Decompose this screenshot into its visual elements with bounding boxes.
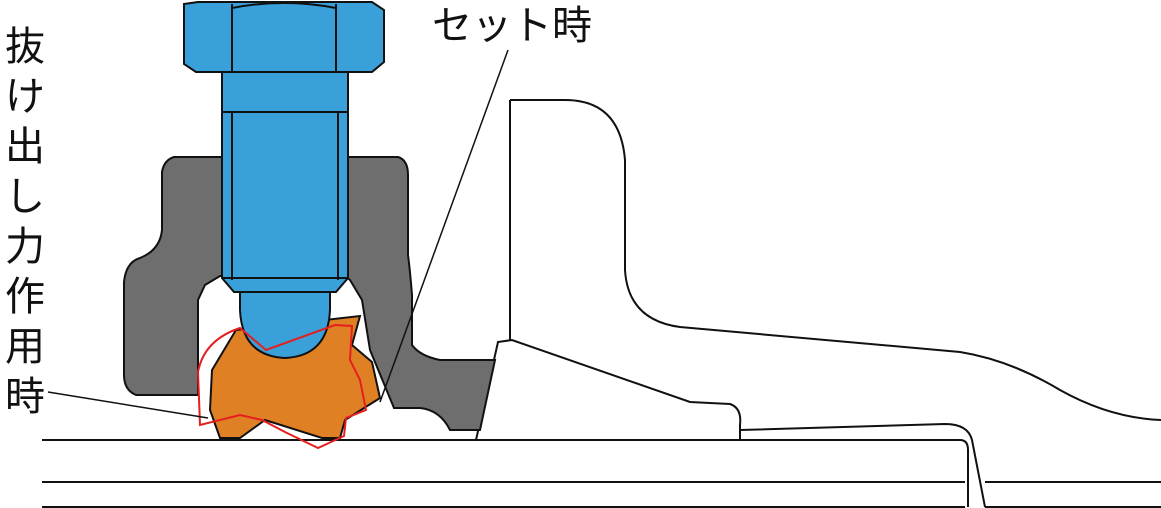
bolt-shank <box>221 71 349 293</box>
label-pull-out-force-time: 抜け出し力作用時 <box>5 24 45 420</box>
plate-step-right <box>739 422 986 508</box>
leader-set-time <box>379 49 509 403</box>
bolt-head-chamfer <box>231 2 337 9</box>
label-set-time: セット時 <box>432 3 592 49</box>
clamp-body <box>123 156 497 431</box>
wedge-block <box>474 338 742 441</box>
pull-out-outline <box>196 323 368 450</box>
bolt-head <box>183 1 385 73</box>
rail-component <box>510 99 1161 421</box>
plate-step <box>959 439 969 507</box>
leader-pull-out <box>47 391 209 419</box>
